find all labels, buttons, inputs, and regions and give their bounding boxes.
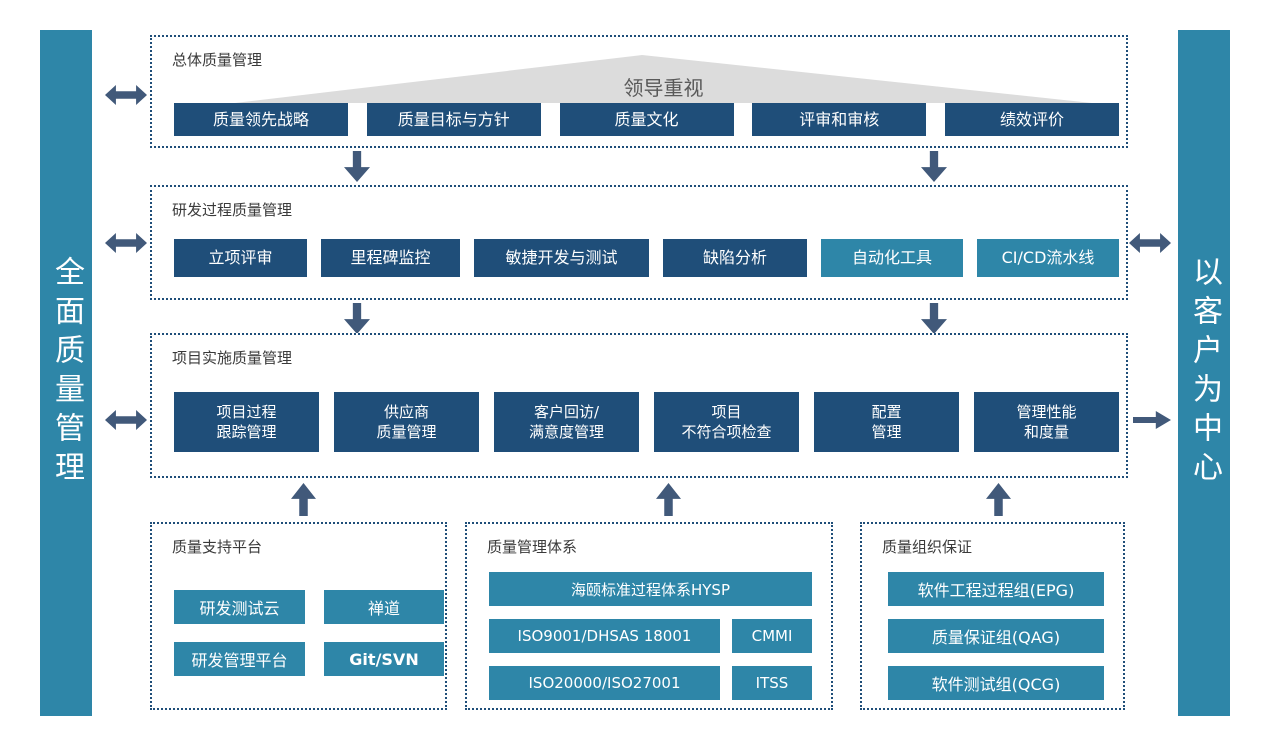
implementation-quality-box: 项目实施质量管理 项目过程 跟踪管理 供应商 质量管理 客户回访/ 满意度管理 … [150, 333, 1128, 478]
platform-item-4: Git/SVN [324, 642, 444, 676]
customer-centric-bar: 以客户为中心 [1178, 30, 1230, 716]
implementation-items-row: 项目过程 跟踪管理 供应商 质量管理 客户回访/ 满意度管理 项目 不符合项检查… [174, 392, 1119, 452]
impl-item-3: 客户回访/ 满意度管理 [494, 392, 639, 452]
overall-item-5: 绩效评价 [945, 103, 1119, 136]
system-item-cmmi: CMMI [732, 619, 812, 653]
rd-process-quality-title: 研发过程质量管理 [172, 201, 293, 219]
impl-item-6: 管理性能 和度量 [974, 392, 1119, 452]
left-right-arrow-icon [105, 85, 147, 105]
org-item-qcg: 软件测试组(QCG) [888, 666, 1104, 700]
system-item-iso20000: ISO20000/ISO27001 [489, 666, 720, 700]
implementation-quality-title: 项目实施质量管理 [172, 349, 293, 367]
rd-item-1: 立项评审 [174, 239, 307, 277]
rd-items-row: 立项评审 里程碑监控 敏捷开发与测试 缺陷分析 自动化工具 CI/CD流水线 [174, 239, 1119, 277]
overall-item-1: 质量领先战略 [174, 103, 348, 136]
impl-item-4-line2: 不符合项检查 [681, 423, 772, 441]
leadership-banner-label: 领导重视 [623, 76, 704, 100]
system-item-itss: ITSS [732, 666, 812, 700]
total-quality-management-bar: 全面质量管理 [40, 30, 92, 716]
quality-organization-title: 质量组织保证 [882, 538, 973, 556]
rd-item-2: 里程碑监控 [321, 239, 460, 277]
impl-item-6-line2: 和度量 [1023, 423, 1069, 441]
impl-item-2-line1: 供应商 [383, 402, 429, 421]
overall-item-2: 质量目标与方针 [366, 103, 541, 136]
down-arrow-icon [921, 151, 947, 182]
impl-item-1-line2: 跟踪管理 [216, 423, 277, 441]
platform-item-2: 禅道 [324, 590, 444, 624]
org-item-qag: 质量保证组(QAG) [888, 619, 1104, 653]
quality-platform-box: 质量支持平台 研发测试云 禅道 研发管理平台 Git/SVN [150, 522, 447, 710]
overall-item-3: 质量文化 [559, 103, 734, 136]
quality-organization-box: 质量组织保证 软件工程过程组(EPG) 质量保证组(QAG) 软件测试组(QCG… [860, 522, 1125, 710]
impl-item-5-line1: 配置 [871, 402, 902, 421]
impl-item-5-line2: 管理 [871, 423, 902, 441]
overall-item-4: 评审和审核 [752, 103, 927, 136]
left-right-arrow-icon [105, 233, 147, 253]
impl-item-1-line1: 项目过程 [216, 402, 277, 421]
up-arrow-icon [656, 483, 681, 516]
impl-item-3-line1: 客户回访/ [533, 402, 600, 421]
impl-item-2: 供应商 质量管理 [334, 392, 479, 452]
impl-item-5: 配置 管理 [814, 392, 959, 452]
impl-item-4: 项目 不符合项检查 [654, 392, 799, 452]
rd-item-4: 缺陷分析 [663, 239, 807, 277]
impl-item-1: 项目过程 跟踪管理 [174, 392, 319, 452]
impl-item-6-line1: 管理性能 [1016, 402, 1077, 421]
left-right-arrow-icon [1129, 233, 1171, 253]
quality-system-title: 质量管理体系 [487, 538, 578, 556]
overall-items-row: 质量领先战略 质量目标与方针 质量文化 评审和审核 绩效评价 [174, 103, 1119, 136]
quality-platform-title: 质量支持平台 [172, 538, 263, 556]
down-arrow-icon [921, 303, 947, 334]
right-arrow-icon [1133, 411, 1171, 429]
up-arrow-icon [291, 483, 316, 516]
rd-process-quality-box: 研发过程质量管理 立项评审 里程碑监控 敏捷开发与测试 缺陷分析 自动化工具 C… [150, 185, 1128, 300]
left-bar-label: 全面质量管理 [49, 256, 84, 490]
rd-item-5: 自动化工具 [821, 239, 963, 277]
rd-item-6: CI/CD流水线 [977, 239, 1119, 277]
leadership-banner: 领导重视 [235, 55, 1092, 103]
left-right-arrow-icon [105, 410, 147, 430]
overall-quality-box: 总体质量管理 领导重视 质量领先战略 质量目标与方针 质量文化 评审和审核 绩效… [150, 35, 1128, 148]
up-arrow-icon [986, 483, 1011, 516]
org-item-epg: 软件工程过程组(EPG) [888, 572, 1104, 606]
rd-item-3: 敏捷开发与测试 [474, 239, 649, 277]
quality-system-box: 质量管理体系 海颐标准过程体系HYSP ISO9001/DHSAS 18001 … [465, 522, 833, 710]
overall-quality-title: 总体质量管理 [172, 51, 263, 69]
down-arrow-icon [344, 151, 370, 182]
right-bar-label: 以客户为中心 [1187, 256, 1222, 490]
down-arrow-icon [344, 303, 370, 334]
impl-item-3-line2: 满意度管理 [528, 423, 604, 441]
platform-item-3: 研发管理平台 [174, 642, 305, 676]
system-item-hysp: 海颐标准过程体系HYSP [489, 572, 812, 606]
impl-item-4-line1: 项目 [711, 402, 742, 421]
impl-item-2-line2: 质量管理 [376, 423, 437, 441]
system-item-iso9001: ISO9001/DHSAS 18001 [489, 619, 720, 653]
platform-item-1: 研发测试云 [174, 590, 305, 624]
